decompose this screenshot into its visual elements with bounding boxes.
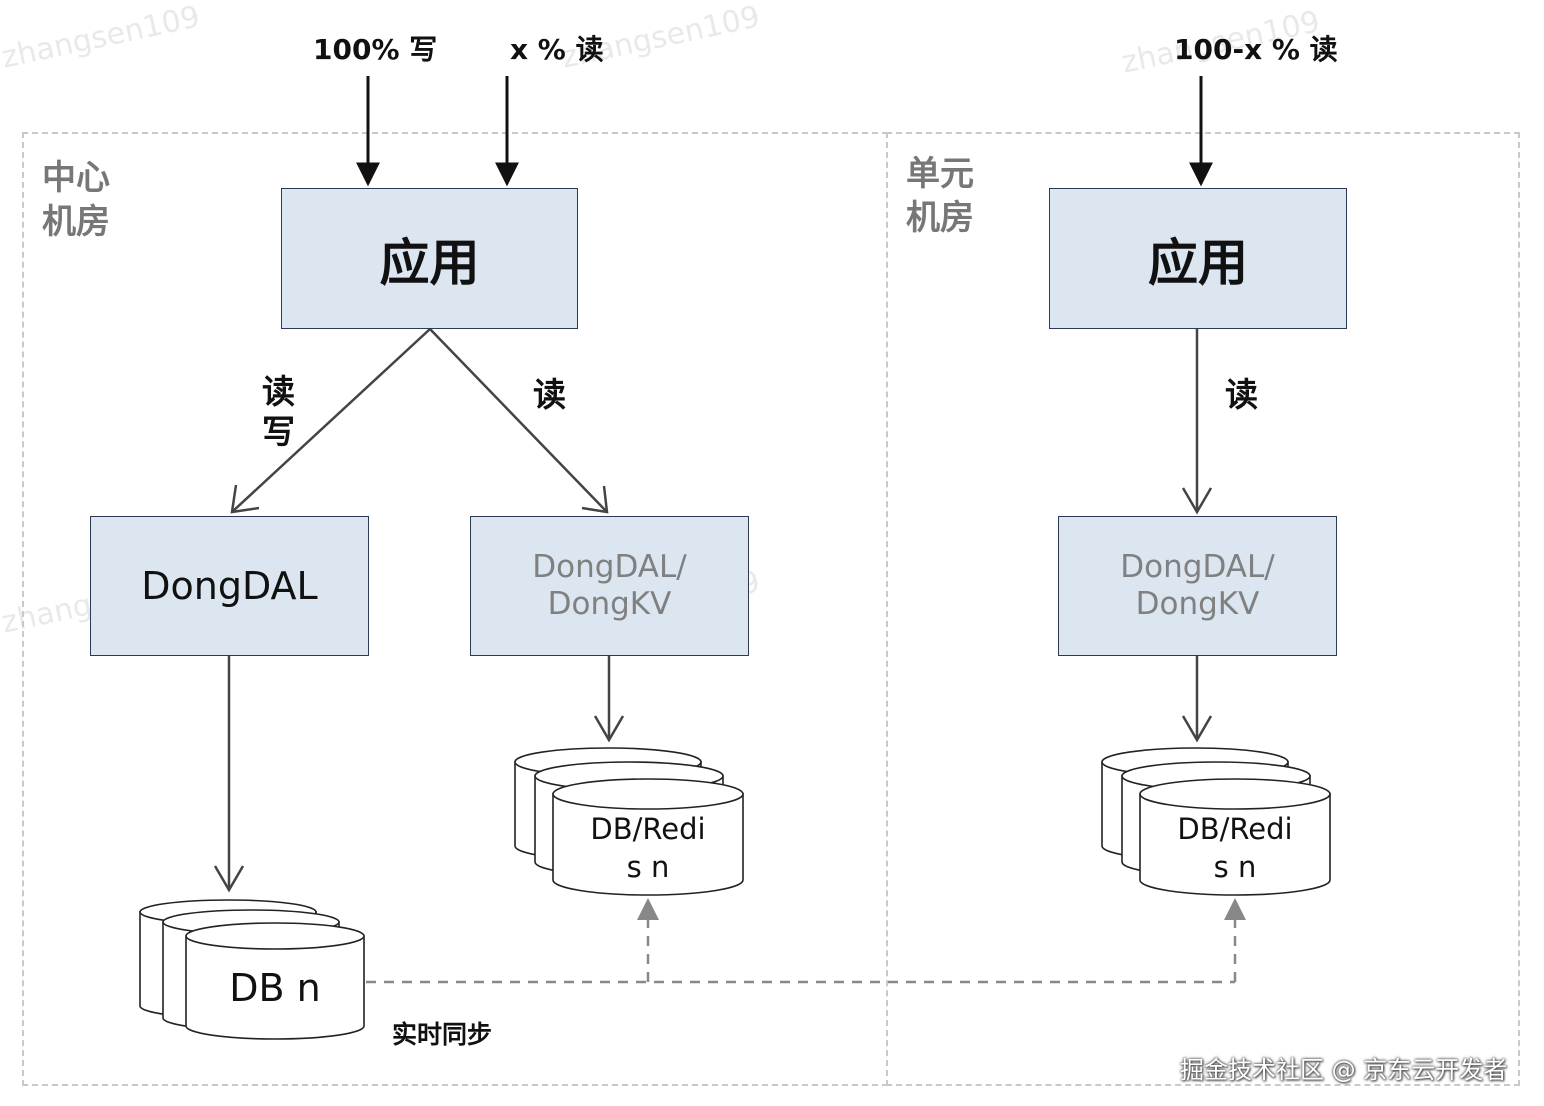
center-redis-label: DB/Redi s n (590, 812, 706, 884)
db-cylinder-stack (139, 899, 365, 1040)
write-100-label: 100% 写 (313, 33, 438, 66)
app-to-dongdal-arrow (230, 328, 431, 514)
center-datacenter-title: 中心机房 (42, 158, 110, 242)
unit-dongkv-box: DongDAL/ DongKV (1058, 516, 1337, 656)
app-to-dongkv-arrow (429, 328, 609, 514)
realtime-sync-lines (366, 910, 1237, 984)
realtime-sync-label: 实时同步 (392, 1020, 493, 1049)
dongdal-box: DongDAL (90, 516, 369, 656)
read-write-edge-label: 读写 (262, 372, 295, 451)
unit-app-label: 应用 (1148, 233, 1248, 292)
unit-dongkv-label: DongDAL/ DongKV (1120, 549, 1275, 622)
dongdal-to-db-arrow (213, 656, 245, 893)
read-edge-label-center: 读 (533, 375, 566, 414)
center-app-label: 应用 (379, 233, 480, 292)
unit-app-to-dongkv-arrow (1181, 329, 1213, 515)
sync-arrowhead-unit (1224, 898, 1246, 920)
read-100-minus-x-label: 100-x % 读 (1174, 33, 1338, 66)
center-dongkv-box: DongDAL/ DongKV (470, 516, 749, 656)
center-dongkv-label: DongDAL/ DongKV (532, 549, 687, 622)
db-label: DB n (229, 966, 321, 1010)
read-edge-label-unit: 读 (1225, 375, 1258, 414)
center-app-box: 应用 (281, 188, 578, 329)
dongdal-label: DongDAL (141, 564, 318, 608)
unit-dongkv-to-redis-arrow (1181, 656, 1213, 743)
unit-datacenter-title: 单元机房 (906, 154, 974, 238)
dongkv-to-redis-arrow (593, 656, 625, 743)
sync-arrowhead-center (637, 898, 659, 920)
unit-app-box: 应用 (1049, 188, 1347, 329)
footer-credit: 掘金技术社区 @ 京东云开发者 (1180, 1056, 1508, 1084)
unit-datacenter-region (886, 132, 1520, 1086)
read-x-label: x % 读 (510, 33, 604, 66)
redis-cylinder-stack-unit (1101, 747, 1331, 896)
redis-cylinder-stack-center (514, 747, 744, 896)
unit-redis-label: DB/Redi s n (1177, 812, 1293, 884)
